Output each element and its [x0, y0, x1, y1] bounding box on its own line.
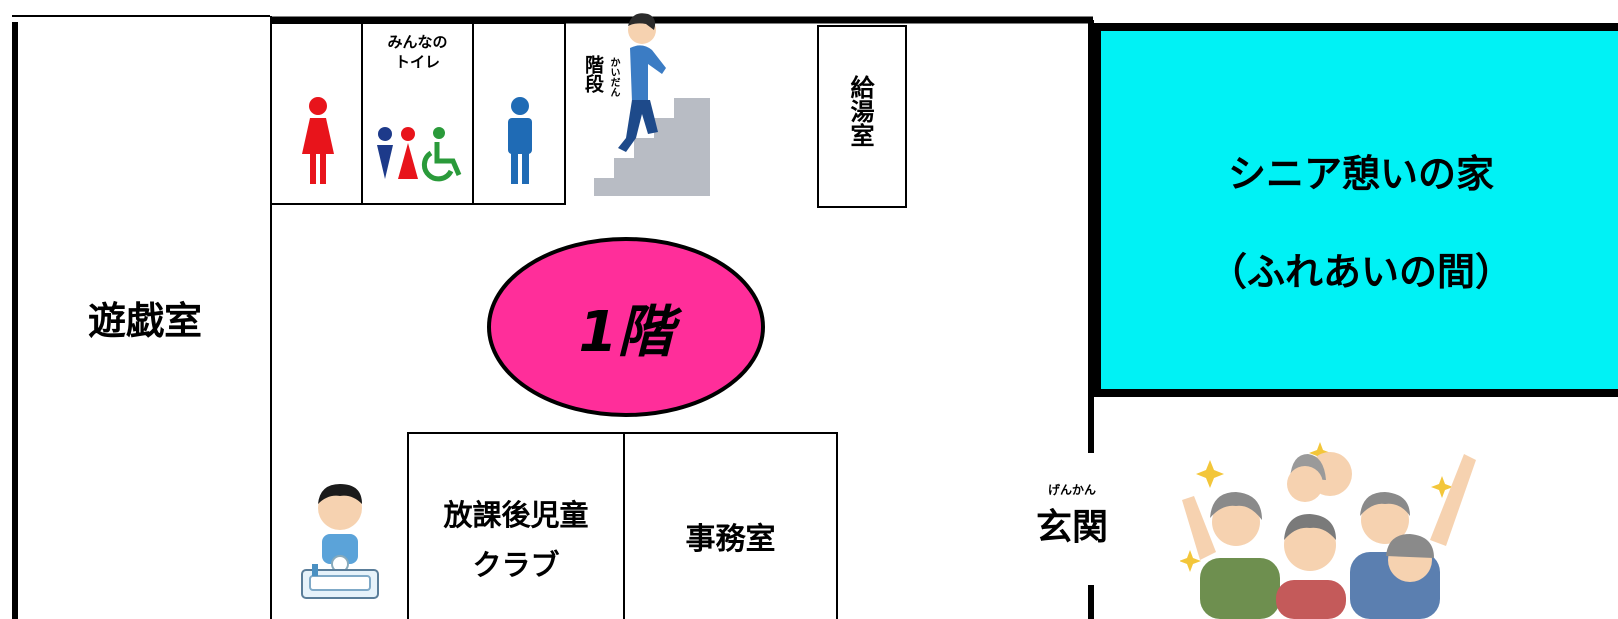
afterschool-club-label-line1: 放課後児童: [443, 498, 589, 532]
stairs-ruby: かいだん: [608, 57, 619, 97]
stairs-label: 階段: [582, 55, 606, 98]
afterschool-club: 放課後児童 クラブ: [407, 432, 625, 619]
stairs-label-text: 階段: [582, 55, 604, 93]
senior-house: シニア憩いの家 （ふれあいの間）: [1093, 23, 1618, 397]
womens-toilet: [270, 22, 363, 205]
office: 事務室: [623, 432, 838, 619]
kitchenette: 給湯室: [817, 25, 907, 208]
floor-label: 1階: [578, 300, 674, 365]
afterschool-club-label-line2: クラブ: [472, 548, 560, 582]
person-climbing-stairs-icon: [594, 13, 710, 196]
senior-house-title: シニア憩いの家: [1227, 152, 1494, 196]
female-toilet-icon: [302, 97, 334, 184]
entrance-ruby: げんかん: [1047, 483, 1096, 497]
floor-badge-ellipse: [487, 237, 765, 417]
office-label: 事務室: [685, 522, 776, 557]
senior-house-subtitle: （ふれあいの間）: [1208, 250, 1513, 294]
universal-toilet: みんなの トイレ: [361, 22, 474, 205]
floor-badge: [487, 237, 765, 417]
universal-toilet-icon: [377, 127, 462, 182]
male-toilet-icon: [508, 97, 532, 184]
mens-toilet: [472, 22, 566, 205]
cheering-seniors-icon: [1180, 442, 1476, 619]
universal-toilet-label-line1: みんなの: [387, 33, 448, 51]
boy-washing-hands-icon: [301, 484, 379, 599]
universal-toilet-label-line2: トイレ: [394, 53, 440, 71]
entrance-label: 玄関: [1035, 507, 1108, 548]
kitchenette-label: 給湯室: [846, 75, 874, 147]
playroom-label: 遊戯室: [87, 299, 202, 343]
